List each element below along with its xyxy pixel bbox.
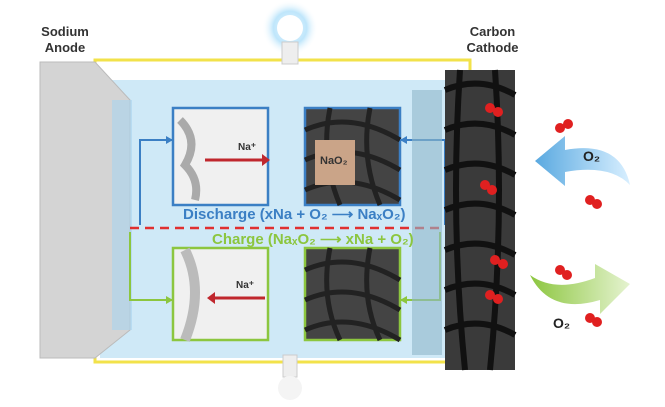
anode-label: Sodium Anode [30, 24, 100, 56]
carbon-cathode [443, 69, 517, 371]
light-bulb-bottom-icon [282, 354, 298, 378]
charge-equation: Charge (NaₓO₂ ⟶ xNa + O₂) [212, 231, 414, 248]
na-ion-label-top: Na⁺ [238, 142, 257, 153]
oxygen-outflow-arrow-icon [530, 264, 630, 314]
o2-label-bottom: O₂ [553, 315, 571, 331]
oxygen-inflow-arrow-icon [535, 136, 630, 186]
discharge-equation: Discharge (xNa + O₂ ⟶ NaₓO₂) [183, 206, 406, 223]
oxygen-molecules [480, 103, 602, 327]
cathode-label-line2: Cathode [466, 40, 519, 55]
cathode-interface [412, 90, 442, 355]
anode-label-line2: Anode [44, 40, 86, 55]
cathode-label-line1: Carbon [469, 24, 516, 39]
anode-label-line1: Sodium [41, 24, 89, 39]
o2-label-top: O₂ [583, 148, 601, 164]
na-ion-label-bottom: Na⁺ [236, 280, 255, 291]
nao2-crystal [315, 140, 355, 185]
nao2-label: NaO₂ [320, 155, 348, 167]
cathode-label: Carbon Cathode [455, 24, 530, 56]
